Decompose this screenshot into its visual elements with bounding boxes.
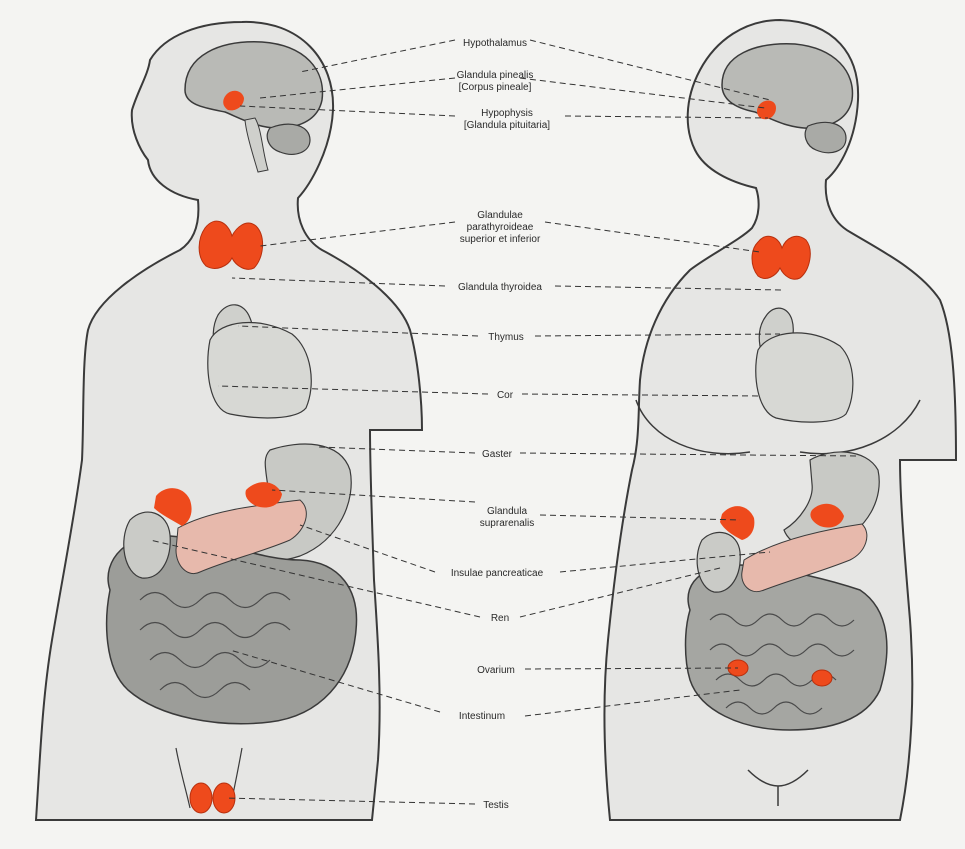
label-suprarenal-2: suprarenalis: [480, 518, 534, 529]
label-suprarenal-1: Glandula: [487, 506, 527, 517]
label-hypothalamus: Hypothalamus: [463, 38, 527, 49]
label-pancreatic: Insulae pancreaticae: [451, 568, 544, 579]
label-hypophysis-1: Hypophysis: [481, 108, 533, 119]
male-testis-left: [190, 783, 212, 813]
label-parathyroid-2: parathyroideae: [467, 222, 534, 233]
male-heart: [208, 323, 311, 418]
label-gaster: Gaster: [482, 449, 513, 460]
label-thymus: Thymus: [488, 332, 524, 343]
label-hypophysis-2: [Glandula pituitaria]: [464, 120, 550, 131]
label-cor: Cor: [497, 390, 514, 401]
female-heart: [756, 333, 853, 422]
label-thyroid: Glandula thyroidea: [458, 282, 542, 293]
label-testis: Testis: [483, 800, 509, 811]
label-parathyroid-1: Glandulae: [477, 210, 523, 221]
label-intestinum: Intestinum: [459, 711, 505, 722]
label-pineal-2: [Corpus pineale]: [459, 82, 532, 93]
female-ovary-right: [812, 670, 832, 686]
label-parathyroid-3: superior et inferior: [460, 234, 541, 245]
label-pineal-1: Glandula pinealis: [457, 70, 534, 81]
label-ren: Ren: [491, 613, 509, 624]
label-ovarium: Ovarium: [477, 665, 515, 676]
